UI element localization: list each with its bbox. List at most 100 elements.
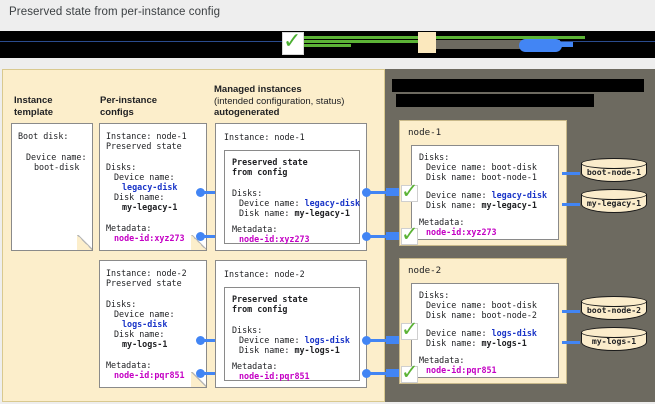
connector-line [368, 235, 386, 238]
mi2-metadata-label: Metadata: [232, 361, 278, 371]
mi1-preserved-line2: from config [232, 167, 288, 177]
pic1-device-label: Device name: [114, 172, 175, 182]
disk-connector-line [562, 341, 580, 344]
legend-check-icon: ✓ [283, 29, 302, 54]
node1-boot-device-line: Device name: boot-disk [426, 162, 537, 172]
mi1-disk-line: Disk name: my-legacy-1 [239, 208, 350, 218]
connector-line [203, 191, 217, 194]
connector-dot [362, 369, 371, 378]
node1-title: node-1 [408, 127, 442, 138]
legend-green-swatch-1 [300, 36, 585, 39]
pic1-metadata-label: Metadata: [106, 223, 152, 233]
connector-dot [362, 336, 371, 345]
per-instance-config-card-node-1: Instance: node-1 Preserved state Disks: … [99, 123, 207, 251]
realized-panel-header-redacted [392, 79, 648, 111]
connector-dot [196, 232, 205, 241]
node1-metadata-value: node-id:xyz273 [426, 227, 497, 237]
connector-line [203, 235, 217, 238]
connector-dot [196, 188, 205, 197]
pic2-preserved-line: Preserved state [106, 278, 182, 288]
connector-line [203, 339, 217, 342]
disk-cylinder-boot-node-2: boot-node-2 [581, 296, 647, 320]
mi1-metadata-label: Metadata: [232, 224, 278, 234]
connector-dot [196, 369, 205, 378]
check-box [401, 366, 418, 383]
connector-line [203, 372, 217, 375]
check-icon: ✓ [401, 360, 419, 384]
disk-cylinder-boot-node-1: boot-node-1 [581, 158, 647, 182]
pic1-instance-line: Instance: node-1 [106, 131, 187, 141]
pic2-metadata-label: Metadata: [106, 360, 152, 370]
node1-metadata-label: Metadata: [419, 217, 465, 227]
node1-disks-label: Disks: [419, 152, 450, 162]
legend-cream-swatch [418, 32, 436, 53]
check-box [401, 228, 418, 245]
node-box-node-1: node-1 Disks: Device name: boot-disk Dis… [399, 120, 567, 246]
legend-check-box [282, 32, 304, 55]
mi1-metadata-value: node-id:xyz273 [239, 234, 310, 244]
page-title: Preserved state from per-instance config [9, 6, 221, 18]
check-icon: ✓ [401, 222, 419, 246]
node1-boot-disk-line: Disk name: boot-node-1 [426, 172, 537, 182]
per-instance-config-card-node-2: Instance: node-2 Preserved state Disks: … [99, 260, 207, 388]
card-fold-corner [77, 235, 93, 251]
connector-square [386, 369, 399, 377]
node2-metadata-value: node-id:pqr851 [426, 365, 497, 375]
node2-boot-device-line: Device name: boot-disk [426, 300, 537, 310]
mi1-instance-line: Instance: node-1 [224, 132, 305, 142]
mi2-metadata-value: node-id:pqr851 [239, 371, 310, 381]
mi2-preserved-line1: Preserved state [232, 294, 308, 304]
pic2-disks-label: Disks: [106, 299, 137, 309]
legend-green-swatch-2 [298, 40, 493, 43]
node2-metadata-label: Metadata: [419, 355, 465, 365]
instance-template-card: Boot disk: Device name: boot-disk [11, 123, 93, 251]
pic2-disk-value: my-logs-1 [122, 339, 168, 349]
pic2-device-value: logs-disk [122, 319, 168, 329]
column-header-instance-template: Instance template [14, 95, 54, 118]
column-header-per-instance-configs: Per-instance configs [100, 95, 158, 118]
legend-gray-swatch [436, 40, 560, 49]
template-boot-disk-title: Boot disk: [18, 131, 69, 141]
pic1-disks-label: Disks: [106, 162, 137, 172]
pic2-device-label: Device name: [114, 309, 175, 319]
connector-square [386, 188, 399, 196]
mi2-preserved-line2: from config [232, 304, 288, 314]
pic1-disk-label: Disk name: [114, 192, 165, 202]
check-box [401, 323, 418, 340]
check-icon: ✓ [401, 179, 419, 203]
legend-strip: ✓ [0, 29, 655, 60]
pic2-disk-label: Disk name: [114, 329, 165, 339]
node2-extra-disk-line: Disk name: my-logs-1 [426, 338, 527, 348]
managed-instance-card-node-1: Instance: node-1 Preserved state from co… [215, 123, 367, 251]
mi2-device-line: Device name: logs-disk [239, 335, 350, 345]
pic1-metadata-value: node-id:xyz273 [114, 233, 185, 243]
legend-blue-line-swatch [545, 42, 573, 47]
node2-title: node-2 [408, 265, 442, 276]
mi2-disks-label: Disks: [232, 325, 263, 335]
node2-extra-device-line: Device name: logs-disk [426, 328, 537, 338]
mi1-preserved-line1: Preserved state [232, 157, 308, 167]
connector-square [386, 232, 399, 240]
mi2-preserved-state-box: Preserved state from config Disks: Devic… [224, 287, 360, 381]
mi2-instance-line: Instance: node-2 [224, 269, 305, 279]
connector-dot [196, 336, 205, 345]
connector-line [368, 191, 386, 194]
pic1-preserved-line: Preserved state [106, 141, 182, 151]
legend-green-swatch-3 [296, 44, 351, 47]
pic1-device-value: legacy-disk [122, 182, 178, 192]
disk-connector-line [562, 310, 580, 313]
node1-extra-disk-line: Disk name: my-legacy-1 [426, 200, 537, 210]
check-icon: ✓ [401, 317, 419, 341]
template-device-value: boot-disk [34, 162, 80, 172]
disk-connector-line [562, 172, 580, 175]
mi1-preserved-state-box: Preserved state from config Disks: Devic… [224, 150, 360, 244]
disk-cylinder-my-logs-1: my-logs-1 [581, 327, 647, 351]
check-box [401, 185, 418, 202]
mi2-disk-line: Disk name: my-logs-1 [239, 345, 340, 355]
node2-disks-label: Disks: [419, 290, 450, 300]
template-device-label: Device name: [26, 152, 87, 162]
connector-line [368, 339, 386, 342]
pic2-metadata-value: node-id:pqr851 [114, 370, 185, 380]
managed-instance-card-node-2: Instance: node-2 Preserved state from co… [215, 260, 367, 388]
